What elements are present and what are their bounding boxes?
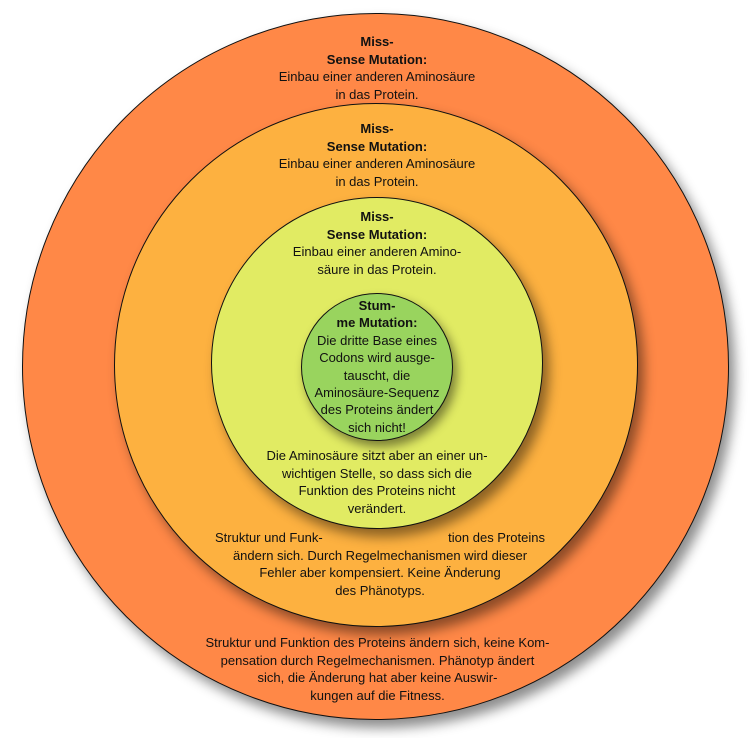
- second-ring-bottom-right: tion des Proteins: [448, 530, 545, 545]
- second-ring-top-line: in das Protein.: [335, 173, 419, 189]
- outer-ring-top-line: Einbau einer anderen Aminosäure: [278, 69, 476, 84]
- outer-ring-title-1: Miss-: [360, 34, 394, 49]
- third-ring-bottom-line: verändert.: [347, 500, 407, 516]
- second-ring-bottom-line: des Phänotyps.: [335, 582, 425, 598]
- outer-ring-bottom-line: kungen auf die Fitness.: [310, 687, 445, 703]
- second-ring-top-line: Einbau einer anderen Aminosäure: [278, 156, 476, 171]
- second-ring-bottom-label: Struktur und Funk- tion des Proteins änd…: [190, 529, 570, 599]
- outer-ring-bottom-label: Struktur und Funktion des Proteins änder…: [160, 634, 595, 704]
- inner-title-2: me Mutation:: [336, 315, 418, 331]
- third-ring-bottom-line: wichtigen Stelle, so dass sich die: [281, 465, 473, 481]
- second-ring-bottom-split-line: Struktur und Funk- tion des Proteins: [215, 529, 545, 547]
- outer-ring-title-2: Sense Mutation:: [326, 51, 428, 67]
- inner-circle-silent-mutation: [301, 293, 453, 441]
- outer-ring-top-line: in das Protein.: [335, 86, 419, 102]
- third-ring-bottom-line: Die Aminosäure sitzt aber an einer un-: [266, 448, 488, 463]
- inner-line: des Proteins ändert: [320, 402, 434, 418]
- outer-ring-top-label: Miss- Sense Mutation: Einbau einer ander…: [227, 33, 527, 103]
- third-ring-title-1: Miss-: [360, 209, 394, 224]
- outer-ring-bottom-line: Struktur und Funktion des Proteins änder…: [205, 635, 550, 650]
- third-ring-bottom-line: Funktion des Proteins nicht: [298, 483, 456, 498]
- inner-line: sich nicht!: [348, 419, 406, 435]
- second-ring-bottom-line: Fehler aber kompensiert. Keine Änderung: [259, 565, 501, 580]
- inner-circle-label: Stum- me Mutation: Die dritte Base eines…: [303, 297, 451, 436]
- inner-title-1: Stum-: [358, 298, 396, 313]
- third-ring-top-line: säure in das Protein.: [317, 261, 437, 277]
- second-ring-bottom-left: Struktur und Funk-: [215, 530, 323, 545]
- inner-line: Codons wird ausge-: [319, 350, 435, 366]
- second-ring-title-1: Miss-: [360, 121, 394, 136]
- third-ring-bottom-label: Die Aminosäure sitzt aber an einer un- w…: [237, 447, 517, 517]
- outer-ring-bottom-line: pensation durch Regelmechanismen. Phänot…: [220, 652, 535, 668]
- inner-line: tauscht, die: [343, 367, 411, 383]
- inner-line: Die dritte Base eines: [317, 332, 437, 348]
- third-ring-title-2: Sense Mutation:: [326, 226, 428, 242]
- inner-line: Aminosäure-Sequenz: [314, 385, 440, 401]
- outer-ring-bottom-line: sich, die Änderung hat aber keine Auswir…: [257, 670, 498, 685]
- second-ring-bottom-line: ändern sich. Durch Regelmechanismen wird…: [232, 547, 528, 563]
- second-ring-title-2: Sense Mutation:: [326, 138, 428, 154]
- third-ring-top-line: Einbau einer anderen Amino-: [292, 244, 462, 259]
- third-ring-top-label: Miss- Sense Mutation: Einbau einer ander…: [237, 208, 517, 278]
- second-ring-top-label: Miss- Sense Mutation: Einbau einer ander…: [227, 120, 527, 190]
